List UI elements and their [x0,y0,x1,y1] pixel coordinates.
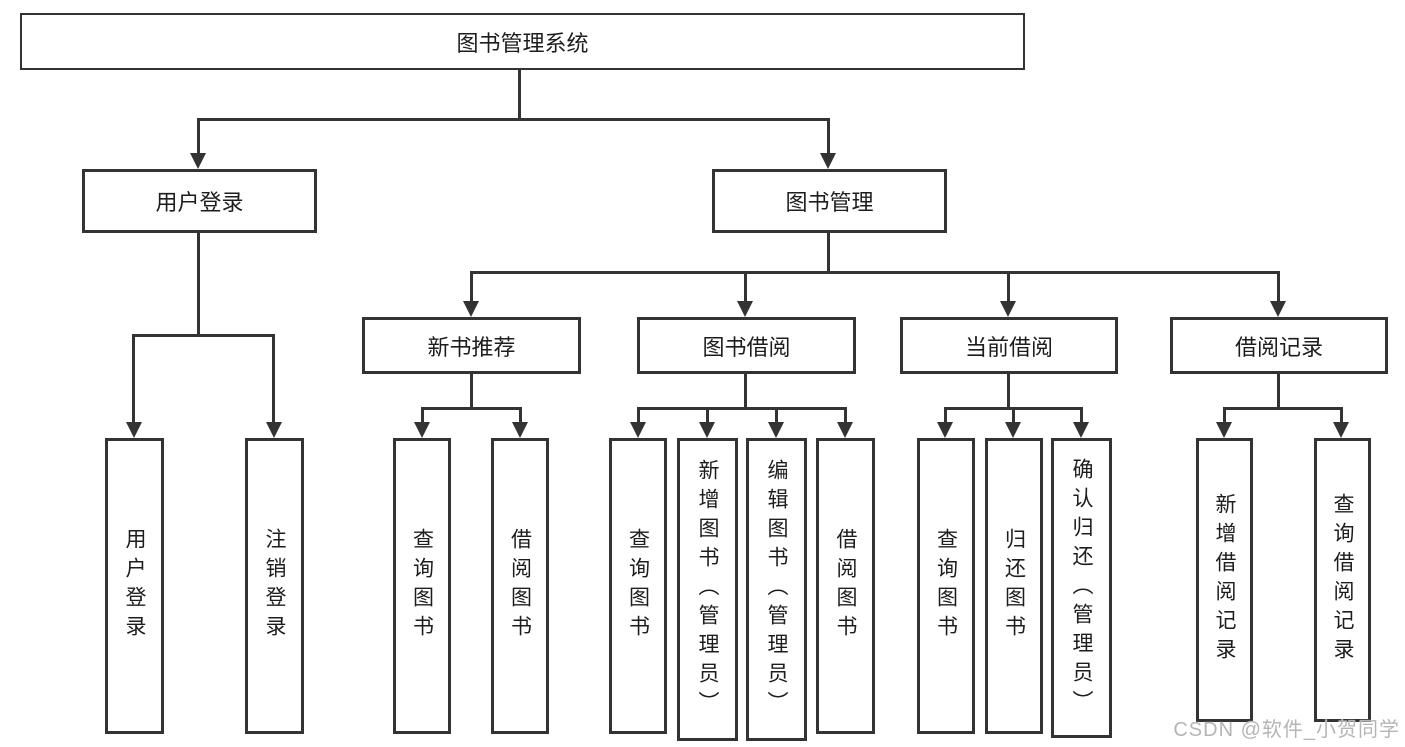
node-label: 查询图书 [934,528,958,644]
connector-arrow [937,422,953,438]
leaf-user-login: 用户登录 [105,438,164,734]
connector-line [518,70,521,120]
connector-line [744,374,747,410]
connector-line [421,407,424,425]
connector-arrow [512,422,528,438]
connector-line [197,118,830,121]
node-label: 用户登录 [155,190,244,215]
leaf-add-books-admin: 新增图书（管理员） [677,438,738,741]
connector-arrow [1333,422,1349,438]
node-label: 归还图书 [1002,528,1026,644]
connector-arrow [820,153,836,169]
connector-line [470,271,1280,274]
node-book-management: 图书管理 [712,169,947,233]
connector-arrow [768,422,784,438]
connector-arrow [737,301,753,317]
node-user-login: 用户登录 [82,169,317,233]
connector-arrow [630,422,646,438]
connector-line [1277,374,1280,410]
leaf-borrow-books-recommend: 借阅图书 [491,438,549,734]
connector-arrow [1270,301,1286,317]
leaf-add-borrow-record: 新增借阅记录 [1196,438,1253,722]
node-library-management-system: 图书管理系统 [20,13,1025,70]
node-label: 图书管理 [785,190,874,215]
leaf-edit-books-admin: 编辑图书（管理员） [746,438,807,741]
node-label: 注销登录 [263,528,286,644]
node-label: 编辑图书（管理员） [765,459,788,720]
node-label: 确认归还（管理员） [1070,457,1093,719]
connector-arrow [1216,422,1232,438]
connector-arrow [1073,422,1089,438]
connector-line [706,407,709,425]
leaf-return-books: 归还图书 [985,438,1043,734]
node-label: 查询借阅记录 [1331,493,1354,667]
connector-line [421,407,522,410]
connector-arrow [414,422,430,438]
connector-line [272,334,275,424]
connector-line [944,407,947,425]
connector-line [1223,407,1226,425]
node-label: 新书推荐 [427,334,516,360]
leaf-borrow-books: 借阅图书 [816,438,875,734]
connector-arrow [1005,422,1021,438]
connector-arrow [190,153,206,169]
node-label: 当前借阅 [964,334,1053,360]
connector-line [132,334,135,424]
node-label: 图书管理系统 [456,30,589,56]
leaf-query-books-current: 查询图书 [917,438,975,734]
connector-line [637,407,640,425]
connector-line [470,271,473,303]
connector-line [1007,374,1010,410]
node-label: 借阅图书 [834,528,857,644]
connector-line [470,374,473,410]
node-label: 新增图书（管理员） [696,459,719,720]
connector-arrow [699,422,715,438]
node-label: 借阅图书 [508,528,532,644]
connector-arrow [463,301,479,317]
connector-arrow [1000,301,1016,317]
leaf-query-borrow-record: 查询借阅记录 [1314,438,1371,722]
connector-arrow [266,422,282,438]
connector-line [1223,407,1343,410]
node-label: 新增借阅记录 [1213,493,1236,667]
node-borrow-records: 借阅记录 [1170,317,1388,374]
connector-line [1007,271,1010,303]
node-label: 图书借阅 [702,334,791,360]
node-book-borrow: 图书借阅 [637,317,856,374]
connector-line [744,271,747,303]
node-label: 查询图书 [410,528,434,644]
connector-line [197,233,200,337]
node-new-book-recommend: 新书推荐 [362,317,581,374]
leaf-query-books-recommend: 查询图书 [393,438,451,734]
connector-line [519,407,522,425]
csdn-watermark: CSDN @软件_小贺同学 [1173,719,1400,741]
connector-arrow [837,422,853,438]
connector-line [132,334,275,337]
node-label: 查询图书 [626,528,650,644]
connector-line [1080,407,1083,425]
connector-line [1012,407,1015,425]
connector-line [637,407,847,410]
connector-line [827,233,830,274]
leaf-logout: 注销登录 [245,438,304,734]
leaf-query-books-borrow: 查询图书 [609,438,667,734]
connector-line [1277,271,1280,303]
leaf-confirm-return-admin: 确认归还（管理员） [1051,438,1112,738]
connector-line [844,407,847,425]
node-label: 用户登录 [123,528,146,644]
connector-arrow [126,422,142,438]
node-label: 借阅记录 [1234,334,1323,360]
connector-line [197,118,200,155]
connector-line [827,118,830,155]
connector-line [1340,407,1343,425]
node-current-borrow: 当前借阅 [900,317,1118,374]
connector-line [775,407,778,425]
